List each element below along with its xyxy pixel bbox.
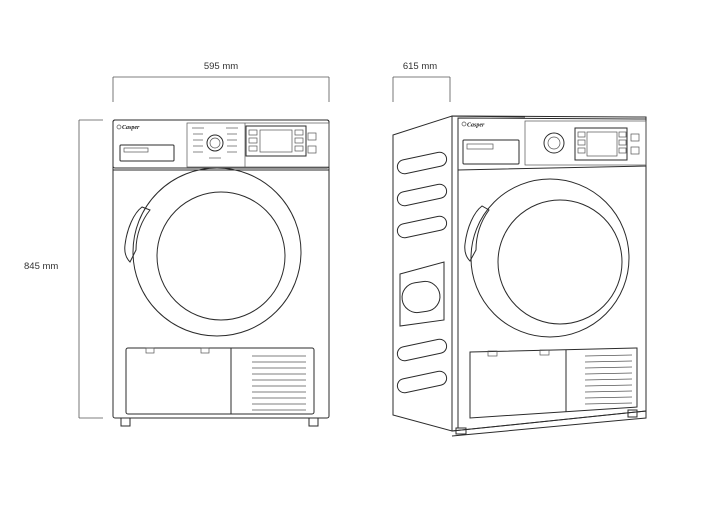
front-button-1 <box>307 132 317 141</box>
front-foot-right <box>308 417 319 427</box>
perspective-foot-left <box>455 427 467 435</box>
perspective-view: Casper <box>392 115 647 437</box>
front-foot-left <box>120 417 131 427</box>
front-door-glass <box>156 191 286 321</box>
side-logo-text: Casper <box>467 123 485 129</box>
height-label: 845 mm <box>24 261 58 272</box>
front-button-2 <box>307 145 317 154</box>
front-logo-text: Casper <box>122 125 140 131</box>
front-door-outer <box>132 167 302 337</box>
perspective-water-tank-drawer <box>462 139 520 165</box>
front-display <box>245 125 307 157</box>
perspective-base <box>451 410 647 437</box>
perspective-program-knob <box>543 132 565 154</box>
perspective-door-outer <box>470 178 630 338</box>
perspective-front-body <box>451 115 647 432</box>
perspective-program-panel <box>524 120 647 166</box>
depth-label: 615 mm <box>403 61 437 72</box>
height-dimension: 845 mm <box>24 119 103 419</box>
depth-dimension: 615 mm <box>392 61 451 102</box>
front-program-labels <box>192 127 238 159</box>
front-filter-grille <box>252 355 306 411</box>
perspective-door-glass <box>497 199 623 325</box>
front-program-panel <box>186 122 330 168</box>
front-body <box>112 119 330 419</box>
perspective-door-handle <box>464 205 490 262</box>
side-handle-recess <box>399 261 445 327</box>
front-lower-panel <box>125 347 315 415</box>
perspective-display <box>574 127 628 161</box>
width-dimension: 595 mm <box>112 61 330 102</box>
front-logo: Casper <box>116 124 140 131</box>
front-door-handle <box>124 206 151 263</box>
width-label: 595 mm <box>204 61 238 72</box>
side-vents <box>396 151 448 394</box>
perspective-control-panel <box>457 117 647 171</box>
perspective-filter-grille <box>584 354 633 405</box>
perspective-lower-panel <box>469 347 638 419</box>
front-view: Casper <box>112 119 330 427</box>
side-logo: Casper <box>461 121 485 129</box>
perspective-foot-right <box>627 409 638 418</box>
front-water-tank-drawer <box>119 144 175 162</box>
front-program-knob <box>206 134 224 152</box>
